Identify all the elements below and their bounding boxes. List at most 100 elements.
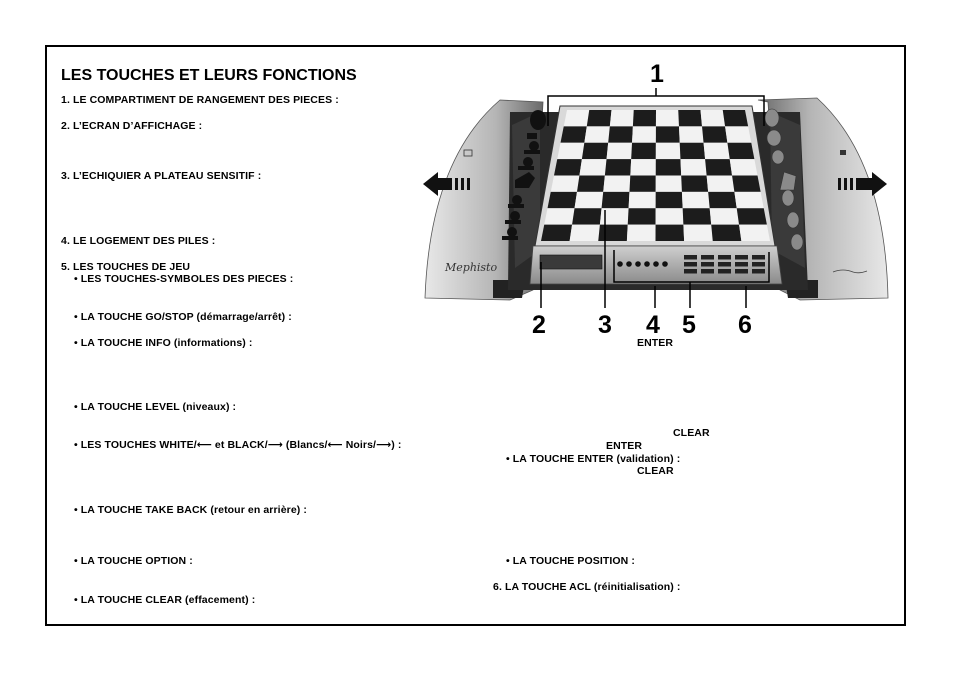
arrow-right-icon — [838, 172, 887, 196]
board-square — [554, 159, 582, 176]
bullet-position-key: • LA TOUCHE POSITION : — [506, 555, 635, 567]
item-game-keys: 5. LES TOUCHES DE JEU — [61, 261, 191, 273]
board-square — [722, 110, 749, 127]
board-square — [576, 175, 605, 192]
bullet-enter-key: • LA TOUCHE ENTER (validation) : — [506, 453, 681, 465]
board-square — [603, 175, 631, 192]
callout-6: 6 — [738, 311, 752, 339]
section-heading: LES TOUCHES ET LEURS FONCTIONS — [61, 67, 357, 84]
bullet-option-key: • LA TOUCHE OPTION : — [74, 555, 193, 567]
piece-key — [644, 261, 650, 267]
board-square — [679, 142, 706, 160]
board-square — [655, 110, 679, 127]
function-key — [735, 255, 748, 260]
board-square — [681, 175, 709, 192]
board-square — [709, 208, 740, 225]
board-square — [604, 159, 632, 176]
function-key — [684, 255, 697, 260]
bullet-white-black-keys: • LES TOUCHES WHITE/⟵ et BLACK/⟶ (Blancs… — [74, 439, 402, 451]
page-frame — [45, 45, 906, 626]
board-square — [706, 175, 735, 192]
board-square — [550, 175, 580, 192]
board-square — [547, 191, 577, 209]
function-key — [701, 269, 714, 274]
board-square — [627, 208, 656, 225]
board-square — [541, 224, 573, 241]
board-square — [601, 191, 630, 209]
board-square — [630, 159, 656, 176]
board-square — [736, 208, 767, 225]
board-square — [544, 208, 575, 225]
lcd-display — [539, 254, 603, 270]
board-square — [609, 110, 634, 127]
board-square — [655, 224, 685, 241]
function-key — [735, 262, 748, 267]
bullet-info-key: • LA TOUCHE INFO (informations) : — [74, 337, 253, 349]
board-square — [681, 191, 710, 209]
board-square — [683, 224, 713, 241]
board-square — [729, 159, 758, 176]
piece-key — [617, 261, 623, 267]
item-display-screen: 2. L’ECRAN D’AFFICHAGE : — [61, 120, 203, 132]
board-square — [655, 191, 683, 209]
board-square — [574, 191, 604, 209]
keyword-clear: CLEAR — [673, 427, 710, 439]
piece-key — [653, 261, 659, 267]
function-key — [684, 262, 697, 267]
callout-2: 2 — [532, 311, 546, 339]
board-square — [655, 175, 682, 192]
function-key — [684, 269, 697, 274]
board-square — [655, 126, 680, 143]
function-key — [718, 269, 731, 274]
function-key — [701, 255, 714, 260]
piece-key — [626, 261, 632, 267]
board-square — [702, 126, 728, 143]
board-square — [708, 191, 737, 209]
board-square — [703, 142, 730, 160]
board-square — [581, 142, 609, 160]
bullet-clear-key: • LA TOUCHE CLEAR (effacement) : — [74, 594, 256, 606]
board-square — [626, 224, 656, 241]
callout-1: 1 — [650, 60, 664, 88]
keyword-enter-2: ENTER — [606, 440, 643, 452]
board-square — [734, 191, 764, 209]
board-square — [700, 110, 726, 127]
piece-key — [662, 261, 668, 267]
board-square — [682, 208, 712, 225]
callout-3: 3 — [598, 311, 612, 339]
function-key — [752, 255, 765, 260]
board-square — [608, 126, 633, 143]
function-key — [701, 262, 714, 267]
board-square — [705, 159, 733, 176]
control-keys — [617, 255, 765, 274]
board-square — [560, 126, 587, 143]
callout-4: 4 — [646, 311, 660, 339]
board-square — [727, 142, 755, 160]
bullet-gostop-key: • LA TOUCHE GO/STOP (démarrage/arrêt) : — [74, 311, 292, 323]
board-square — [680, 159, 707, 176]
board-square — [655, 159, 682, 176]
board-square — [725, 126, 752, 143]
chessboard — [541, 110, 770, 241]
callout-lines — [540, 88, 770, 308]
board-square — [569, 224, 600, 241]
board-square — [632, 110, 656, 127]
board-square — [563, 110, 590, 127]
function-key — [735, 269, 748, 274]
item-acl-key: 6. LA TOUCHE ACL (réinitialisation) : — [493, 581, 681, 593]
board-square — [584, 126, 610, 143]
bullet-level-key: • LA TOUCHE LEVEL (niveaux) : — [74, 401, 237, 413]
function-key — [718, 255, 731, 260]
keyword-clear-2: CLEAR — [637, 465, 674, 477]
board-square — [678, 126, 704, 143]
board-square — [572, 208, 602, 225]
board-square — [655, 208, 684, 225]
board-square — [655, 142, 681, 160]
arrow-left-icon — [423, 172, 470, 196]
board-square — [599, 208, 629, 225]
board-square — [739, 224, 770, 241]
board-square — [586, 110, 612, 127]
board-square — [606, 142, 633, 160]
board-square — [631, 142, 656, 160]
